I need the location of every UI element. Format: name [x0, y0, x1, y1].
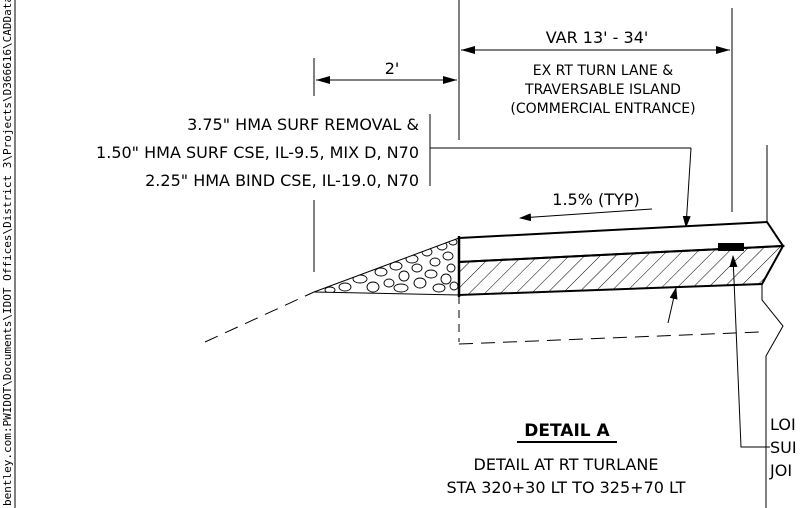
- dimension-offset-text: 2': [385, 59, 400, 78]
- zone-label-line1: EX RT TURN LANE &: [533, 63, 674, 79]
- callout-line2: 1.50" HMA SURF CSE, IL-9.5, MIX D, N70: [96, 143, 419, 162]
- callout-line1: 3.75" HMA SURF REMOVAL &: [187, 115, 419, 134]
- detail-title: DETAIL A: [524, 421, 610, 441]
- leader-joint: [729, 255, 752, 448]
- slope-arrow: [519, 208, 653, 222]
- sheet-path-text: bentley.com:PWIDOT\Documents\IDOT Office…: [1, 0, 14, 506]
- dim-arrow-left-a: [316, 76, 330, 84]
- zone-label-line3: (COMMERCIAL ENTRANCE): [510, 101, 695, 117]
- dashed-line-slope: [204, 291, 315, 343]
- joint-marker: [718, 243, 744, 251]
- detail-line1: DETAIL AT RT TURLANE: [474, 455, 659, 474]
- right-note-line1: LOI: [770, 415, 796, 434]
- dimension-width-text: VAR 13' - 34': [546, 28, 649, 47]
- dim-arrow-right-b: [716, 46, 730, 54]
- dim-arrow-right-a: [461, 46, 475, 54]
- callout-line3: 2.25" HMA BIND CSE, IL-19.0, N70: [145, 171, 419, 190]
- right-note-line2: SUI: [770, 438, 797, 457]
- leader-binder: [667, 287, 678, 324]
- zone-label-line2: TRAVERSABLE ISLAND: [524, 82, 681, 98]
- dim-arrow-left-b: [443, 76, 457, 84]
- break-line: [761, 145, 784, 508]
- aggregate-wedge: [313, 237, 460, 296]
- dashed-line-subgrade: [458, 331, 761, 345]
- slope-text: 1.5% (TYP): [552, 190, 639, 209]
- right-note-line3: JOI: [769, 461, 792, 480]
- detail-line2: STA 320+30 LT TO 325+70 LT: [446, 478, 685, 497]
- leader-surface-drop: [682, 147, 692, 228]
